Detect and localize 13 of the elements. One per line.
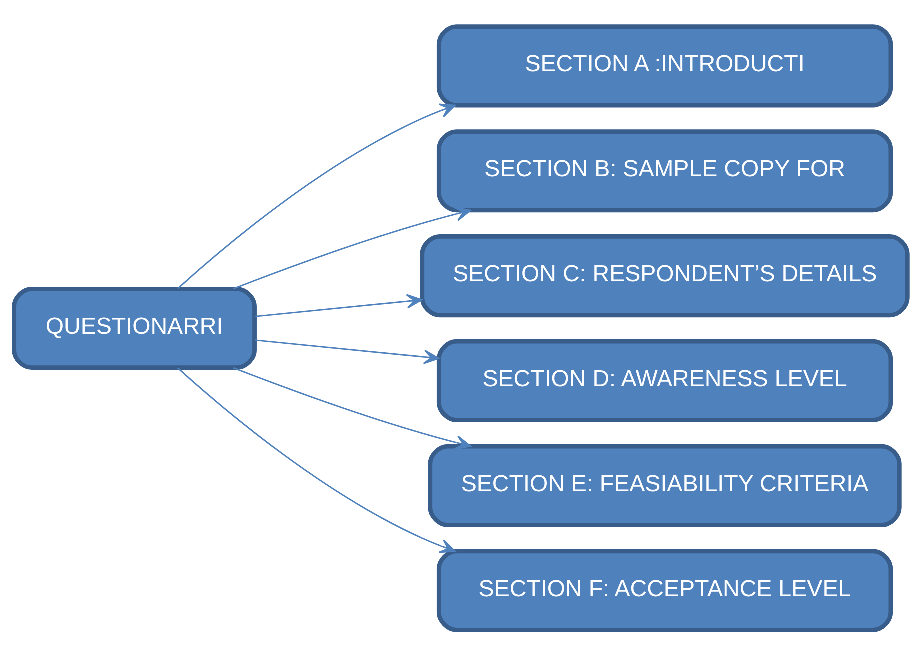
arrow — [233, 367, 472, 450]
node-box: SECTION F: ACCEPTANCE LEVEL — [436, 549, 894, 632]
arrow — [178, 368, 456, 554]
arrow — [233, 207, 472, 290]
node-box: SECTION C: RESPONDENT’S DETAILS — [420, 234, 910, 318]
node-box: SECTION E: FEASIABILITY CRITERIA — [428, 444, 902, 528]
arrow — [254, 294, 423, 318]
arrow — [178, 104, 456, 290]
node-box: SECTION B: SAMPLE COPY FOR — [436, 130, 894, 213]
node-box: SECTION D: AWARENESS LEVEL — [436, 339, 894, 422]
arrow — [254, 340, 440, 364]
node-box: QUESTIONARRI — [12, 286, 257, 370]
node-box: SECTION A :INTRODUCTI — [436, 24, 894, 108]
